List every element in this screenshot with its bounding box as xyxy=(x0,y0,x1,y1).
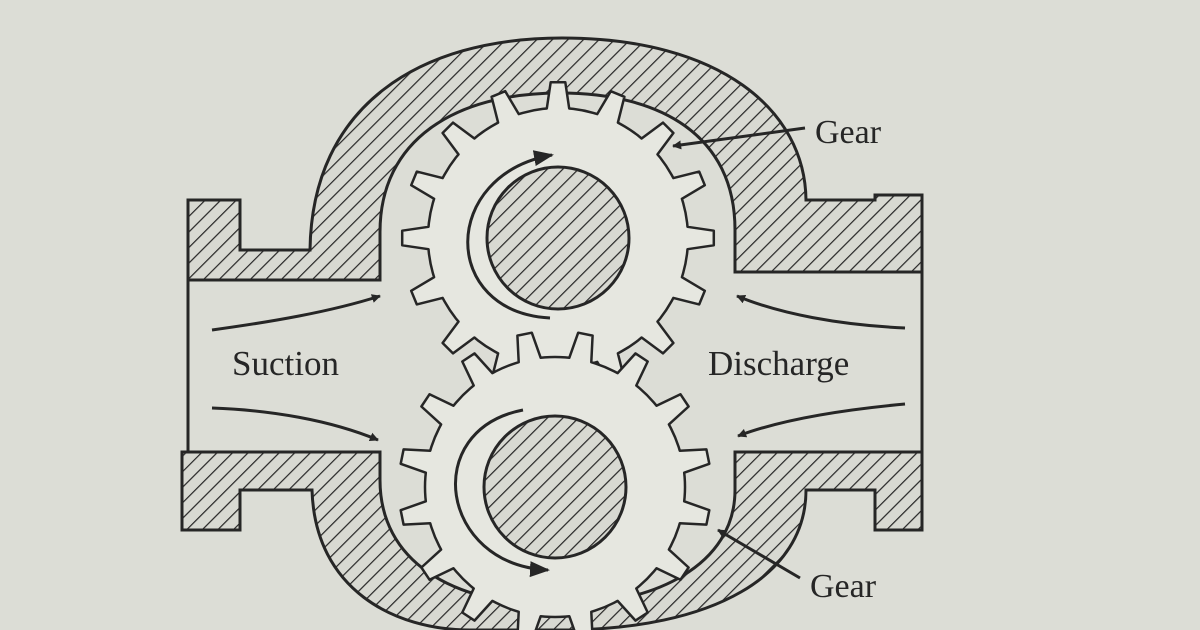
suction-label: Suction xyxy=(232,344,339,383)
pump-casing xyxy=(180,36,924,630)
gear-top-label: Gear xyxy=(815,114,882,151)
gear-bottom-label: Gear xyxy=(810,568,877,605)
casing-top xyxy=(186,36,924,282)
discharge-label: Discharge xyxy=(708,344,850,383)
suction-arrow-upper xyxy=(211,294,381,332)
shaft-bottom xyxy=(482,414,628,560)
rotation-arrow-top xyxy=(466,150,554,320)
gear-bottom-leader xyxy=(717,528,801,580)
shaft-top xyxy=(485,165,631,311)
gear-top-leader xyxy=(672,126,806,150)
suction-arrow-lower xyxy=(211,406,379,442)
discharge-arrow-lower xyxy=(737,402,906,438)
rotation-arrow-bottom xyxy=(454,408,550,578)
discharge-arrow-upper xyxy=(736,294,906,330)
